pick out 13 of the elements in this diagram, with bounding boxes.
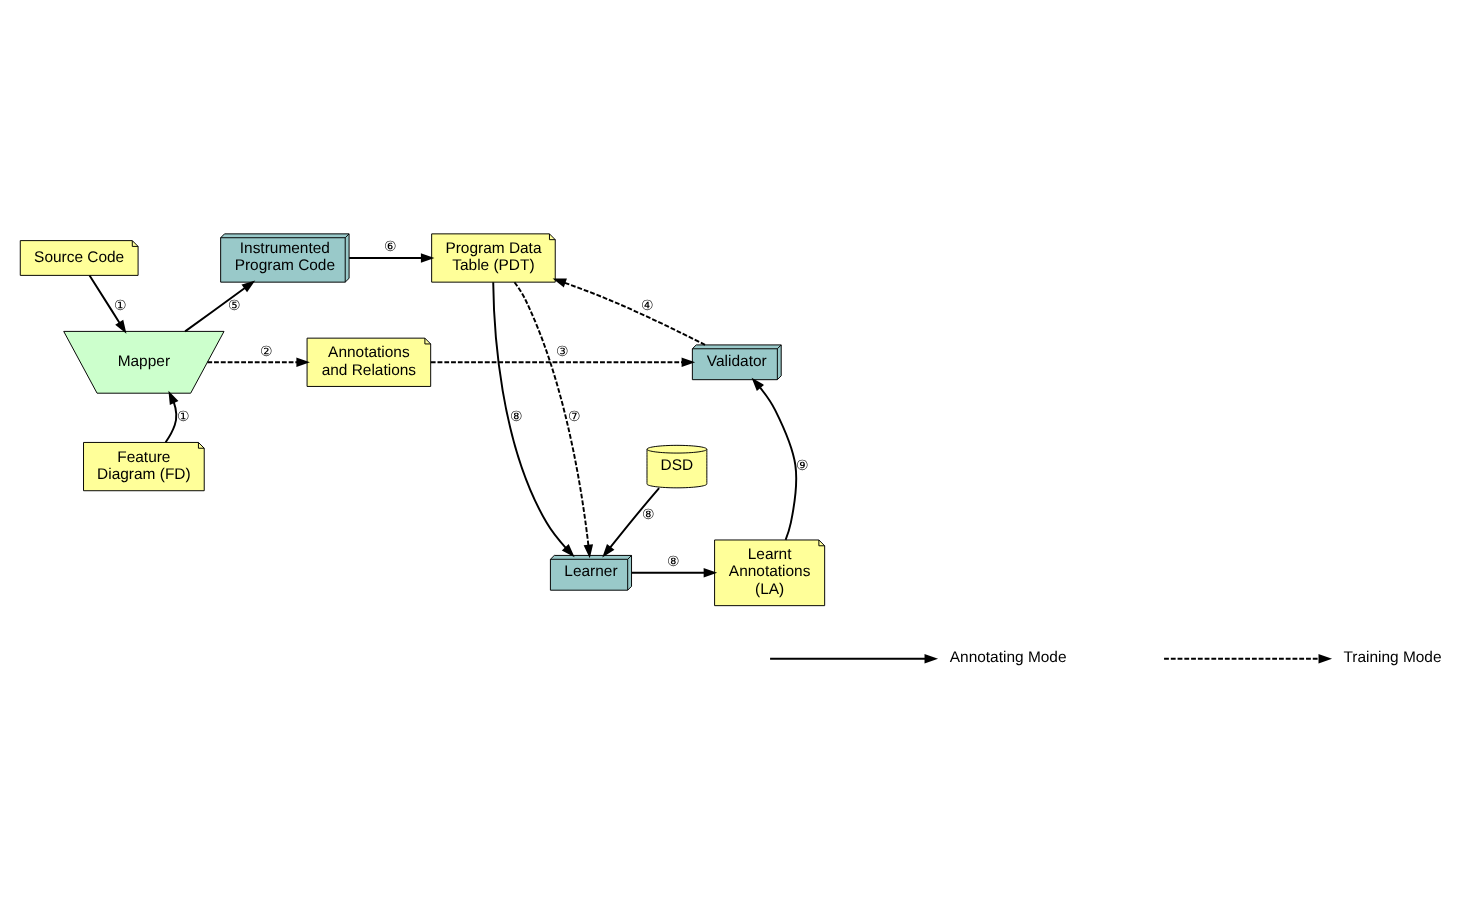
- arrow: [751, 377, 798, 541]
- arrow: [184, 280, 256, 333]
- arrow: [164, 390, 179, 444]
- arrow: [88, 274, 127, 334]
- arrow: [492, 281, 575, 558]
- legend-label: Training Mode: [1343, 648, 1442, 667]
- arrow: [348, 253, 435, 263]
- legend-label: Annotating Mode: [949, 648, 1067, 667]
- arrow: [206, 357, 310, 368]
- arrow: [631, 568, 718, 578]
- arrow: [513, 281, 594, 559]
- arrow: [552, 278, 706, 346]
- arrow: [429, 357, 696, 368]
